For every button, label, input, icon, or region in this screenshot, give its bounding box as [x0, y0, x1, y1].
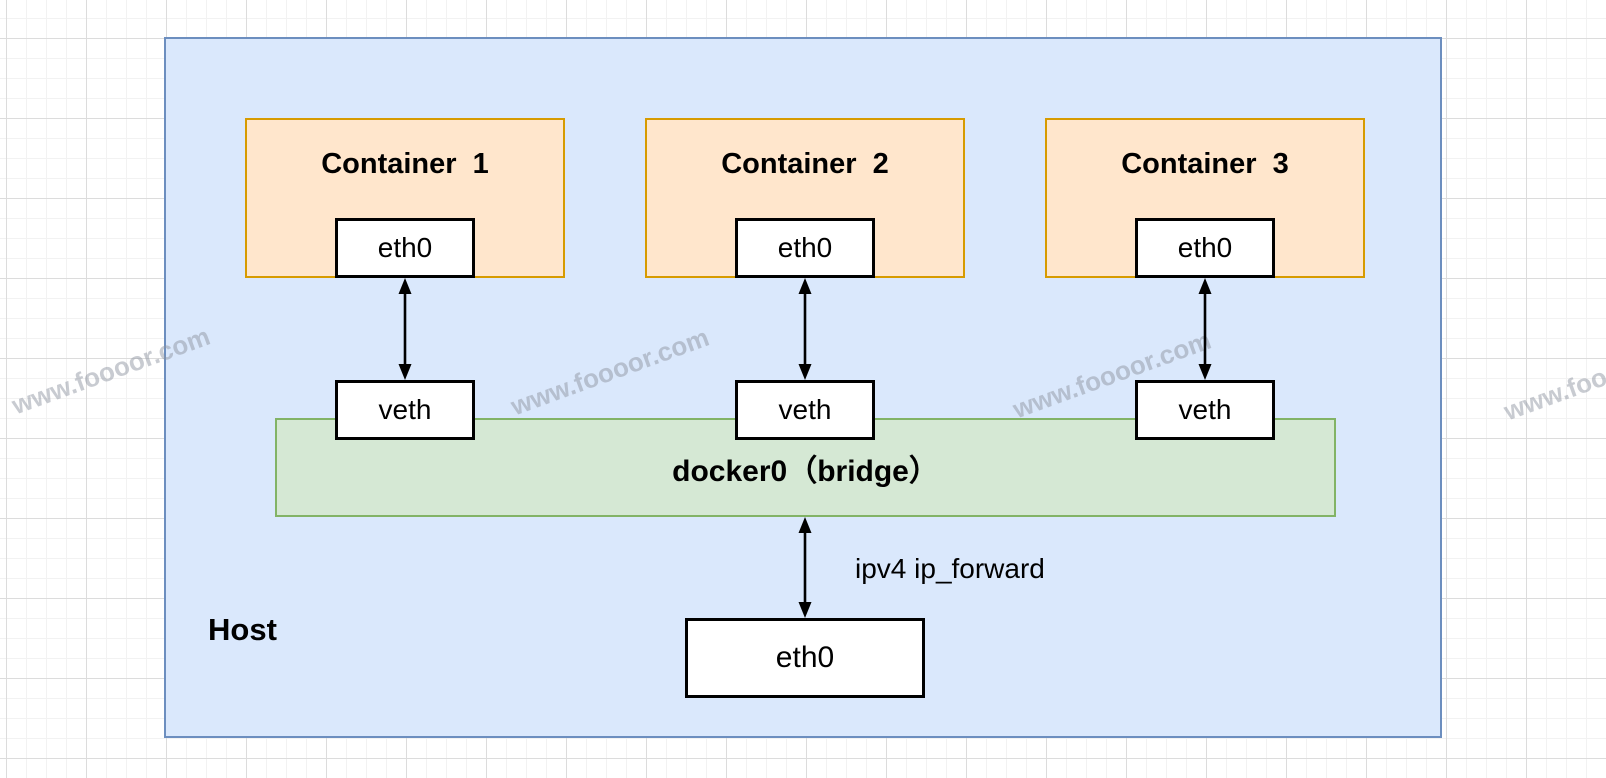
ip-forward-label: ipv4 ip_forward [855, 553, 1045, 584]
double-arrow-icon [793, 278, 817, 380]
container-1-title: Container 1 [321, 148, 489, 180]
host-eth0-box: eth0 [685, 618, 925, 698]
container-3-eth0-box: eth0 [1135, 218, 1275, 278]
container-3-title: Container 3 [1121, 148, 1289, 180]
double-arrow-icon [793, 517, 817, 618]
double-arrow-icon [393, 278, 417, 380]
veth-3-box: veth [1135, 380, 1275, 440]
veth-1-box: veth [335, 380, 475, 440]
container-2-title: Container 2 [721, 148, 889, 180]
veth-2-box: veth [735, 380, 875, 440]
container-1-eth0-box: eth0 [335, 218, 475, 278]
host-label: Host [208, 612, 277, 647]
container-2-box: Container 2 [645, 118, 965, 278]
container-2-eth0-box: eth0 [735, 218, 875, 278]
double-arrow-icon [1193, 278, 1217, 380]
watermark: www.foooor.com [1499, 326, 1606, 427]
docker0-bridge-label: docker0（bridge） [672, 454, 939, 488]
